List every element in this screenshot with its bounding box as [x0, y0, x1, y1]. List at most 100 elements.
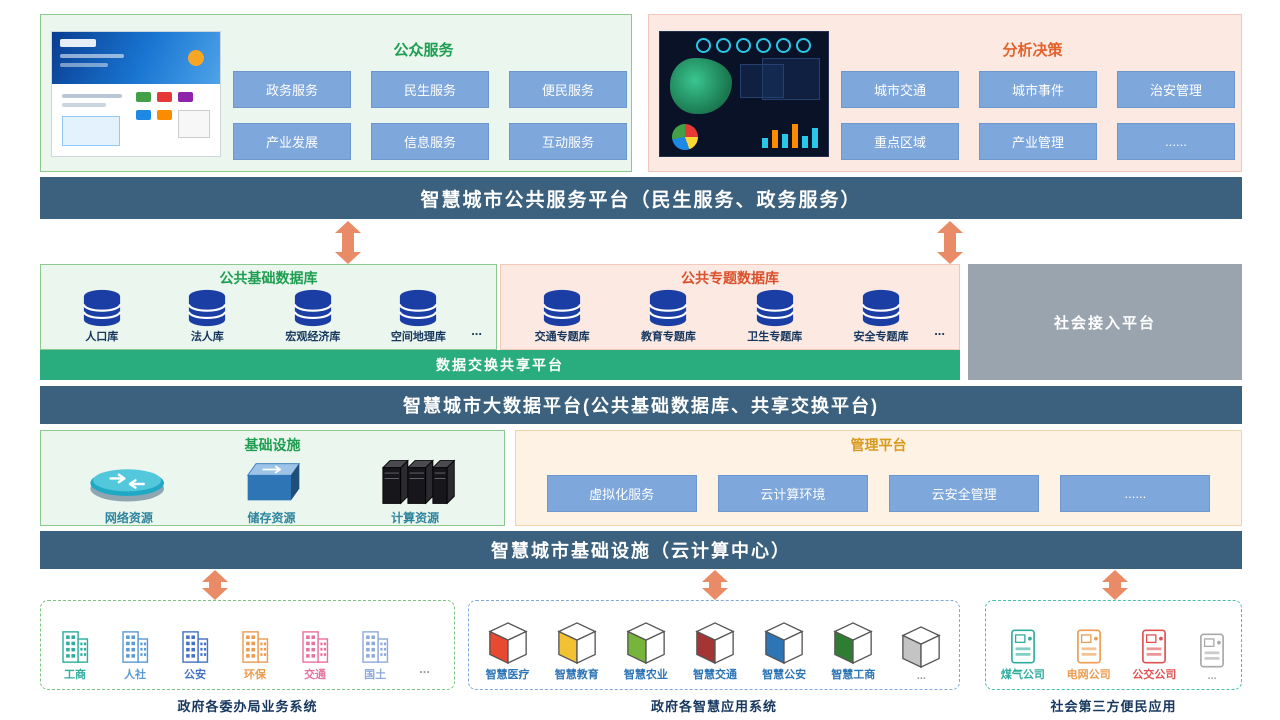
analysis-button-security[interactable]: 治安管理	[1117, 71, 1235, 108]
flow-arrow	[202, 570, 228, 600]
map-visual	[670, 58, 732, 114]
topic-database-title: 公共专题数据库	[681, 270, 779, 286]
pie-visual	[672, 124, 698, 150]
building-icon	[59, 629, 91, 665]
gov-system-label: 交通	[304, 669, 327, 681]
management-buttons: 虚拟化服务 云计算环境 云安全管理 ......	[536, 475, 1221, 512]
database-item: 空间地理库	[366, 289, 472, 344]
base-database-title: 公共基础数据库	[219, 270, 318, 286]
smart-app-label: 智慧农业	[623, 669, 668, 681]
third-party-caption: 社会第三方便民应用	[1050, 699, 1177, 714]
service-button-information[interactable]: 信息服务	[371, 123, 489, 160]
analysis-button-events[interactable]: 城市事件	[979, 71, 1097, 108]
mgmt-button-more[interactable]: ......	[1060, 475, 1211, 512]
facilities-title: 基础设施	[244, 437, 301, 453]
gov-system-label: 公安	[184, 669, 207, 681]
database-label: 人口库	[85, 331, 119, 343]
public-service-panel: 公众服务 政务服务 民生服务 便民服务 产业发展 信息服务 互动服务	[40, 14, 632, 172]
flow-arrow	[702, 570, 728, 600]
smart-apps-box: 智慧医疗 智慧教育 智慧农业 智慧交通 智慧公安 智慧工商	[468, 600, 960, 690]
more-ellipsis: ...	[934, 323, 946, 338]
public-service-buttons: 政务服务 民生服务 便民服务 产业发展 信息服务 互动服务	[233, 71, 627, 160]
third-party-item: 煤气公司	[1001, 628, 1045, 682]
database-item: 教育专题库	[615, 289, 721, 344]
database-label: 空间地理库	[390, 331, 446, 343]
third-party-item-more: ...	[1198, 632, 1226, 682]
storage-resource-item: 储存资源	[240, 457, 302, 526]
service-button-industry[interactable]: 产业发展	[233, 123, 351, 160]
appliance-icon	[1009, 628, 1037, 665]
smart-app-label: 智慧公安	[762, 669, 807, 681]
smart-app-item: 智慧公安	[762, 621, 806, 682]
database-item: 安全专题库	[828, 289, 934, 344]
cube-icon	[694, 621, 736, 665]
service-button-livelihood[interactable]: 民生服务	[371, 71, 489, 108]
service-button-gov[interactable]: 政务服务	[233, 71, 351, 108]
more-ellipsis: ...	[916, 670, 926, 682]
public-service-title: 公众服务	[393, 42, 454, 59]
service-button-convenience[interactable]: 便民服务	[509, 71, 627, 108]
smart-apps-row: 智慧医疗 智慧教育 智慧农业 智慧交通 智慧公安 智慧工商	[469, 601, 959, 689]
data-exchange-bar: 数据交换共享平台	[40, 350, 960, 380]
gov-system-label: 工商	[64, 669, 86, 681]
cube-icon	[900, 625, 942, 669]
mgmt-button-virtualization[interactable]: 虚拟化服务	[546, 475, 697, 512]
appliance-icon	[1075, 628, 1103, 665]
analysis-decision-title: 分析决策	[1002, 42, 1063, 59]
analysis-button-key-areas[interactable]: 重点区域	[841, 123, 959, 160]
router-icon	[85, 461, 173, 507]
flow-arrow	[335, 221, 361, 264]
smart-app-label: 智慧工商	[831, 669, 876, 681]
more-ellipsis: ...	[1207, 670, 1217, 682]
bar-visual	[762, 124, 818, 148]
appliance-icon	[1198, 632, 1226, 669]
gov-business-row: 工商 人社 公安 环保 交通 国土 ...	[41, 601, 454, 689]
database-label: 交通专题库	[534, 331, 590, 343]
appliance-icon	[1140, 628, 1168, 665]
gov-business-box: 工商 人社 公安 环保 交通 国土 ...	[40, 600, 455, 690]
gov-system-label: 环保	[244, 669, 267, 681]
analysis-button-traffic[interactable]: 城市交通	[841, 71, 959, 108]
database-item: 交通专题库	[509, 289, 615, 344]
social-access-panel: 社会接入平台	[968, 264, 1242, 380]
facility-label: 网络资源	[104, 511, 153, 525]
switch-icon	[240, 457, 302, 507]
smart-app-item: 智慧工商	[831, 621, 875, 682]
gauge-row	[696, 38, 811, 53]
smart-app-item: 智慧医疗	[486, 621, 530, 682]
flow-arrow	[937, 221, 963, 264]
facilities-row: 网络资源 储存资源 计算资源	[51, 457, 494, 526]
database-icon	[752, 289, 798, 327]
smart-app-label: 智慧教育	[554, 669, 599, 681]
service-button-interaction[interactable]: 互动服务	[509, 123, 627, 160]
smart-apps-caption: 政府各智慧应用系统	[650, 699, 777, 714]
database-icon	[395, 289, 441, 327]
banner-public-service-platform: 智慧城市公共服务平台（民生服务、政务服务）	[40, 177, 1242, 219]
smart-app-item: 智慧农业	[624, 621, 668, 682]
smart-app-item-more: ...	[900, 625, 942, 682]
analysis-button-more[interactable]: ......	[1117, 123, 1235, 160]
database-icon	[645, 289, 691, 327]
mgmt-button-cloud-security[interactable]: 云安全管理	[889, 475, 1040, 512]
base-database-panel: 公共基础数据库 人口库 法人库 宏观经济库 空间地理库 ...	[40, 264, 497, 350]
database-item: 法人库	[155, 289, 261, 344]
database-label: 宏观经济库	[285, 331, 341, 343]
third-party-row: 煤气公司 电网公司 公交公司 ...	[986, 601, 1241, 689]
analysis-buttons: 城市交通 城市事件 治安管理 重点区域 产业管理 ......	[841, 71, 1235, 160]
gov-system-label: 国土	[364, 669, 387, 681]
compute-resource-item: 计算资源	[370, 457, 460, 526]
cube-icon	[763, 621, 805, 665]
analysis-button-industry[interactable]: 产业管理	[979, 123, 1097, 160]
third-party-label: 公交公司	[1132, 669, 1177, 681]
gov-system-item: 工商	[59, 629, 91, 682]
smart-app-label: 智慧交通	[692, 669, 737, 681]
database-label: 教育专题库	[640, 331, 696, 343]
building-icon	[239, 629, 271, 665]
mgmt-button-cloud-env[interactable]: 云计算环境	[717, 475, 868, 512]
public-service-screenshot	[51, 31, 221, 157]
database-item: 宏观经济库	[260, 289, 366, 344]
management-title: 管理平台	[850, 437, 907, 453]
cube-icon	[487, 621, 529, 665]
database-icon	[858, 289, 904, 327]
